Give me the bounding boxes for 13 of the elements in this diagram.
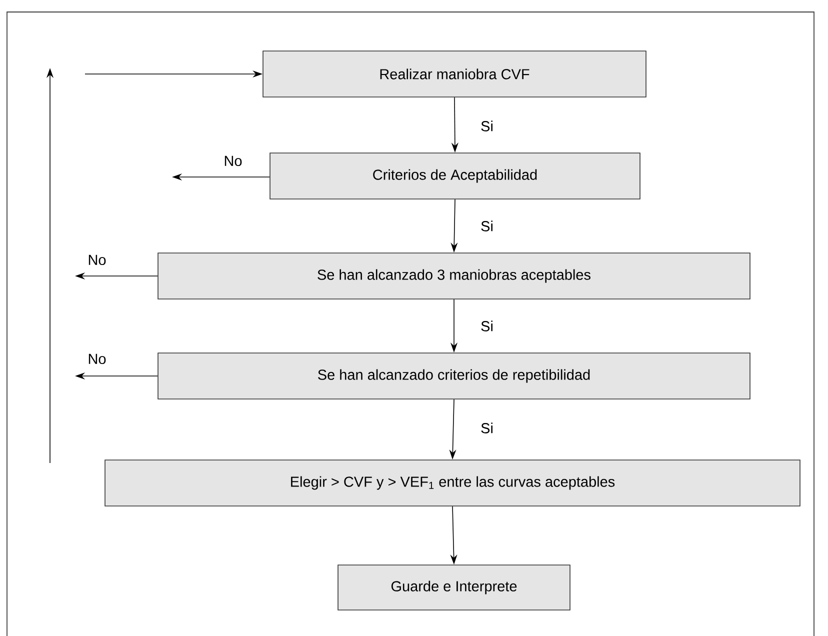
edge-label: No [222,154,244,168]
edge-label: No [86,352,108,366]
edge-label: No [86,254,108,266]
process-box: Guarde e Interprete [338,564,570,610]
process-box: Criterios de Aceptabilidad [270,152,640,200]
edge-label: Si [480,422,494,434]
edge-label: Si [480,320,494,332]
process-box: Se han alcanzado 3 maniobras aceptables [158,252,750,300]
process-box: Elegir > CVF y > VEF$_{1}$ entre las curvas aceptables [104,460,800,506]
edge-label: Si [480,220,494,232]
edge-label: Si [480,120,494,132]
process-box: Realizar maniobra CVF [262,50,646,98]
process-box: Se han alcanzado criterios de repetibilidad [158,352,750,400]
